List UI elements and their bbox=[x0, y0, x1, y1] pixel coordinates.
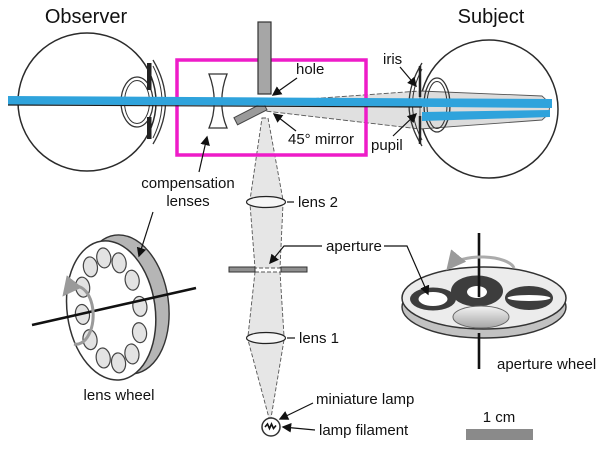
observer-iris-bottom bbox=[147, 117, 152, 139]
beam-lens1-to-lamp bbox=[247, 339, 285, 419]
lens-hole bbox=[124, 269, 140, 291]
lens-hole bbox=[110, 352, 127, 374]
observer-iris-top bbox=[147, 63, 152, 90]
beam-aperture-to-lens1 bbox=[247, 271, 285, 337]
aperture-leader-left bbox=[269, 245, 322, 265]
beam-axis-line bbox=[7, 104, 423, 108]
cyan-beam-observer bbox=[8, 96, 270, 106]
observer-title: Observer bbox=[45, 6, 128, 28]
aperture-annulus-thick-center bbox=[467, 286, 487, 298]
lens-wheel bbox=[65, 234, 170, 381]
pupil-arrow bbox=[392, 113, 418, 137]
iris-arrow bbox=[399, 66, 417, 88]
aperture-diffuser bbox=[452, 305, 510, 329]
iris-label: iris bbox=[383, 51, 402, 68]
lens-hole bbox=[96, 247, 112, 269]
lamp-filament-label: lamp filament bbox=[319, 422, 409, 439]
lens-wheel-hole-arrow bbox=[136, 211, 154, 258]
lens-hole bbox=[111, 252, 127, 274]
cyan-beam-lower-stripe bbox=[422, 110, 550, 121]
miniature-lamp-label: miniature lamp bbox=[316, 391, 414, 408]
lens-hole bbox=[82, 256, 99, 278]
lens-wheel-rotation-arrow bbox=[62, 275, 95, 346]
lens1-shape bbox=[245, 331, 287, 345]
hole-label: hole bbox=[296, 61, 324, 78]
aperture-plate-left bbox=[228, 266, 256, 273]
aperture-slit-opening bbox=[507, 295, 551, 301]
compensation-lens-arrow bbox=[198, 135, 210, 173]
lens-wheel-holes bbox=[74, 247, 148, 374]
lens-wheel-label: lens wheel bbox=[84, 387, 155, 404]
lens2-shape bbox=[245, 195, 287, 209]
lens-hole bbox=[131, 322, 148, 344]
subject-title: Subject bbox=[458, 6, 525, 28]
aperture-plate-right bbox=[280, 266, 308, 273]
beam-mirror-to-pupil bbox=[264, 90, 421, 130]
compensation-label-line2: lenses bbox=[166, 193, 209, 210]
mirror-label: 45° mirror bbox=[288, 131, 354, 148]
beam-lens2-to-aperture bbox=[249, 203, 284, 269]
lamp-filament-shape bbox=[264, 422, 277, 431]
hole-arrow bbox=[271, 77, 298, 96]
aperture-annulus-thin-center bbox=[418, 292, 448, 306]
lens2-label: lens 2 bbox=[298, 194, 338, 211]
aperture-leader-right bbox=[384, 245, 430, 296]
lens-hole bbox=[95, 347, 111, 369]
aperture-wheel-label: aperture wheel bbox=[497, 356, 596, 373]
mirror-arrow bbox=[272, 113, 297, 132]
beam-mirror-to-lens2 bbox=[249, 117, 284, 201]
compensation-label-line1: compensation bbox=[141, 175, 234, 192]
miniature-lamp-arrow bbox=[278, 402, 314, 420]
aperture-label: aperture bbox=[326, 238, 382, 255]
aperture-wheel-rotation-arrow bbox=[446, 249, 516, 271]
lens-hole bbox=[124, 343, 140, 365]
lens1-label: lens 1 bbox=[299, 330, 339, 347]
scale-bar bbox=[466, 429, 533, 440]
pupil-label: pupil bbox=[371, 137, 403, 154]
lamp-filament-arrow bbox=[281, 422, 316, 433]
aperture-wheel bbox=[401, 266, 567, 339]
scale-label: 1 cm bbox=[483, 409, 516, 426]
mirror-shaft bbox=[257, 21, 272, 95]
lens-wheel-axle bbox=[31, 286, 197, 327]
cyan-beam-to-retina bbox=[268, 97, 552, 108]
